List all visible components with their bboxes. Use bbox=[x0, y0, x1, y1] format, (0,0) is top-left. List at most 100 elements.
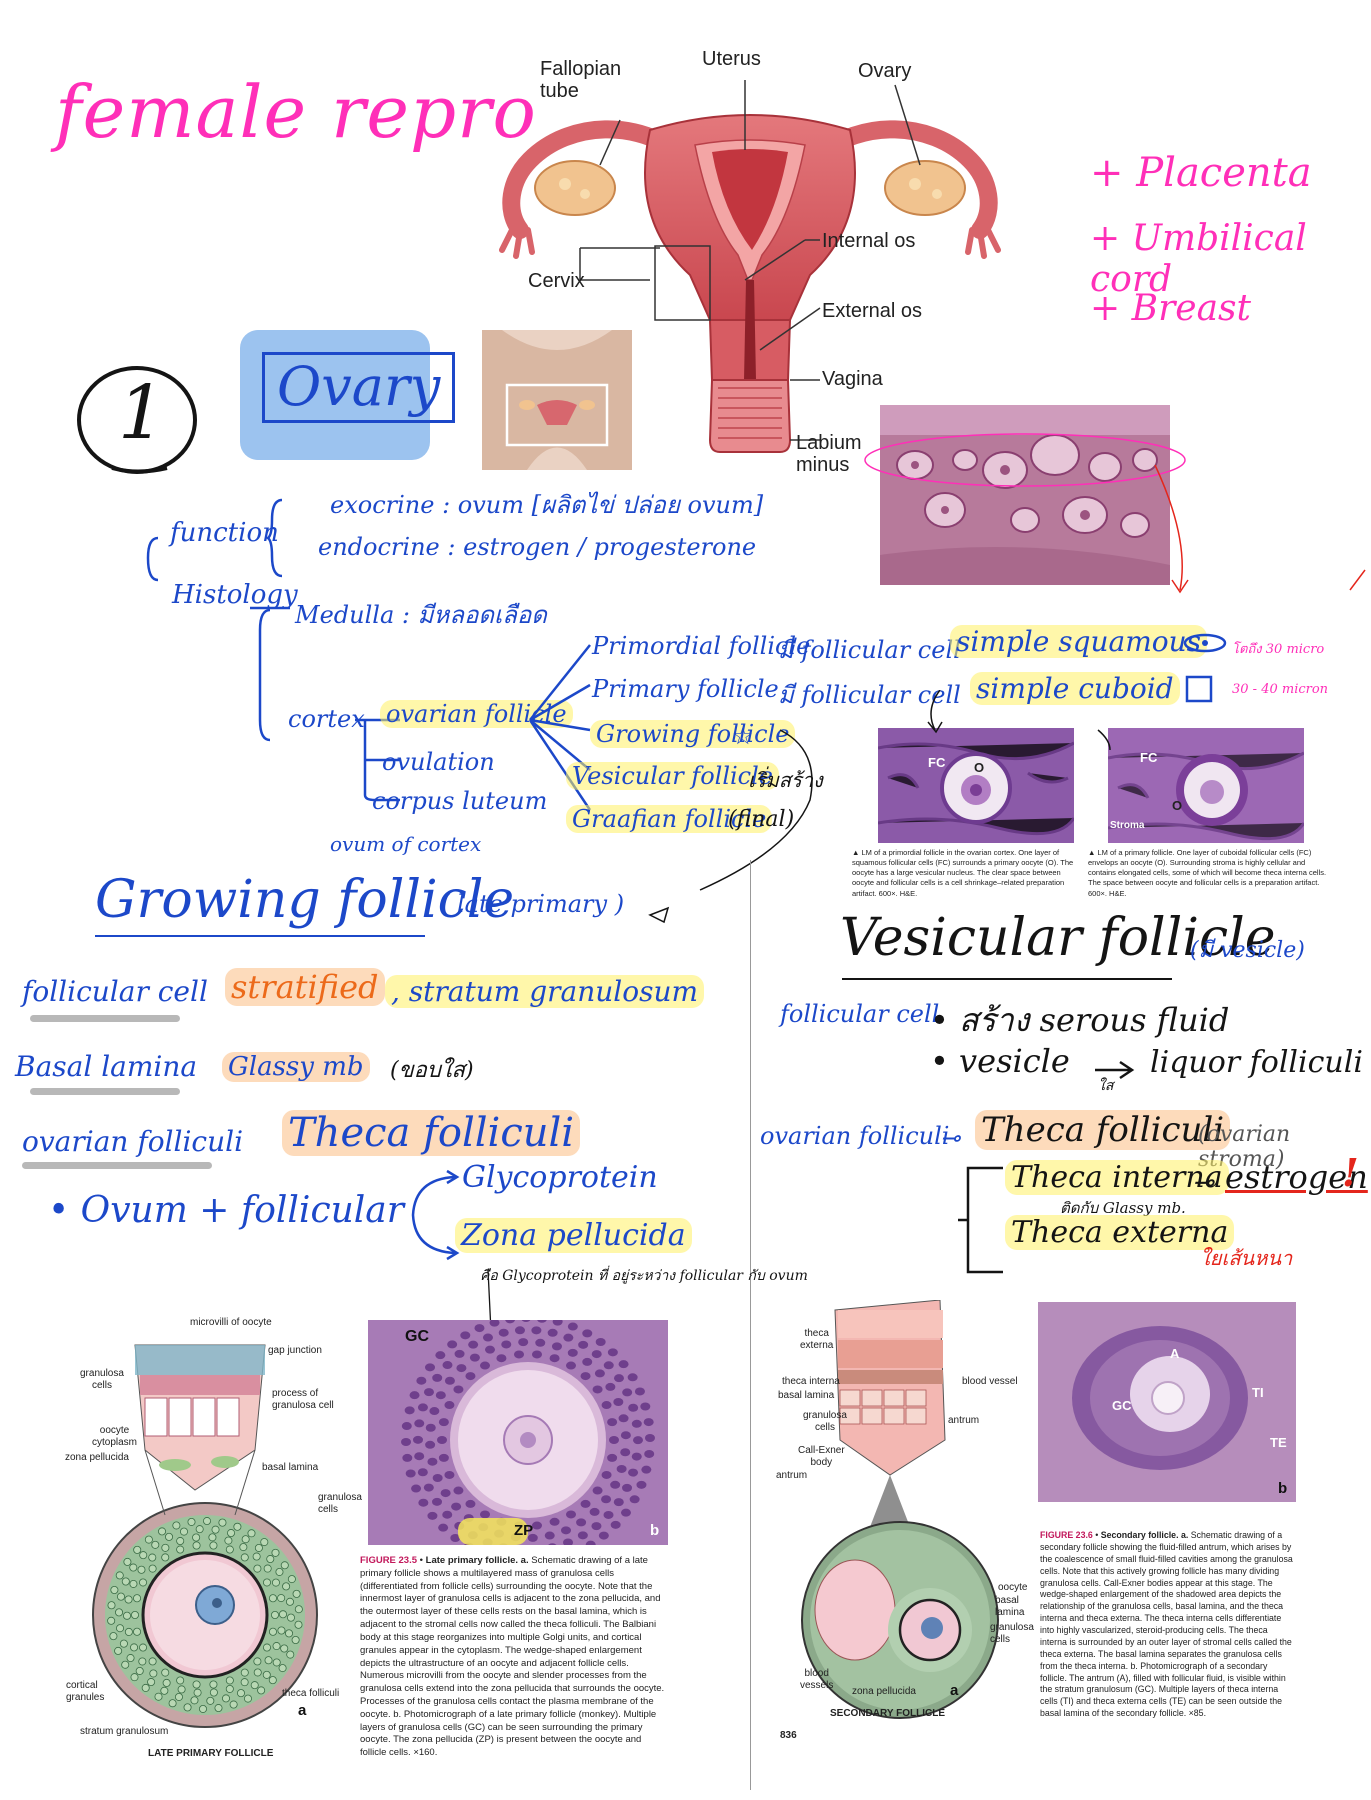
fig236-granulosa: granulosa cells bbox=[803, 1410, 847, 1433]
fig235-theca: theca folliculi bbox=[282, 1688, 340, 1699]
fig235-process: process of granulosa cell bbox=[272, 1388, 334, 1411]
growing-row3-underline bbox=[22, 1162, 212, 1169]
label-ovary: Ovary bbox=[858, 60, 912, 82]
growing-row-ovarian-label: ovarian folliculi bbox=[22, 1125, 244, 1158]
secondary-follicle-photo bbox=[1038, 1302, 1296, 1502]
fig235-letter-a: a bbox=[298, 1702, 307, 1719]
vesicular-vesicle: • vesicle bbox=[930, 1042, 1070, 1080]
histology-bracket bbox=[250, 606, 290, 742]
liquor-folliculi: liquor folliculi bbox=[1150, 1045, 1363, 1080]
growing-underline bbox=[95, 935, 425, 937]
fig236-page-number: 836 bbox=[780, 1730, 797, 1741]
vesicular-ovarian-label: ovarian folliculi bbox=[760, 1122, 950, 1150]
cortex-item-corpus-luteum: corpus luteum bbox=[372, 787, 548, 815]
size-small: โตถึง 30 micro bbox=[1232, 642, 1325, 657]
fig236-number: FIGURE 23.6 bbox=[1040, 1530, 1093, 1540]
endocrine-line: endocrine : estrogen / progesterone bbox=[318, 533, 757, 561]
fig235-number: FIGURE 23.5 bbox=[360, 1555, 418, 1566]
growing-subtitle: ( late primary ) bbox=[440, 890, 625, 918]
cortex-note: ovum of cortex bbox=[330, 832, 482, 856]
stage-growing: Growing follicle bbox=[590, 720, 796, 748]
theca-externa: Theca externa bbox=[1005, 1215, 1235, 1250]
cortex-highlight-oval bbox=[864, 433, 1186, 487]
fig235-title: LATE PRIMARY FOLLICLE bbox=[148, 1748, 274, 1759]
stage-arrows bbox=[648, 690, 1111, 924]
fig236-caption-head: Secondary follicle. a. bbox=[1100, 1530, 1189, 1540]
plus-item-umbilical: + Umbilical cord bbox=[1090, 218, 1307, 300]
growing-title: Growing follicle bbox=[95, 870, 515, 930]
primordial-cell-note: มี follicular cell bbox=[778, 636, 961, 664]
fig236-granulosa2: granulosa cells bbox=[990, 1622, 1034, 1645]
fig235-gap-junction: gap junction bbox=[268, 1345, 322, 1356]
primary-stroma-label: Stroma bbox=[1110, 820, 1145, 831]
primordial-o-label: O bbox=[974, 760, 985, 775]
fig236-antrum2: antrum bbox=[948, 1415, 980, 1426]
fig235-stratum: stratum granulosum bbox=[80, 1726, 169, 1737]
primary-o-label: O bbox=[1172, 798, 1183, 813]
theca-externa-note: ใยเส้นหนา bbox=[1200, 1246, 1293, 1270]
fig235-caption-body: Schematic drawing of a late primary foll… bbox=[360, 1555, 665, 1759]
cortex-item-ovarian-follicle: ovarian follicle bbox=[380, 700, 573, 728]
fig236-zona: zona pellucida bbox=[852, 1686, 916, 1697]
fig236-blood-vessel: blood vessel bbox=[962, 1376, 1018, 1387]
star-icon: ☆ bbox=[732, 722, 754, 750]
fig236-theca-interna: theca interna bbox=[782, 1376, 840, 1387]
fig236-antrum: antrum bbox=[776, 1470, 808, 1481]
squamous-shape-icon bbox=[1183, 633, 1227, 653]
growing-row-basal-value: Glassy mb bbox=[222, 1052, 370, 1082]
vesicle-note: ใส bbox=[1098, 1078, 1114, 1094]
label-fallopian-tube: Fallopian tube bbox=[540, 58, 622, 102]
stage-primary: Primary follicle bbox=[592, 675, 779, 703]
vesicle-arrow bbox=[1095, 1060, 1135, 1080]
section-number: 1 bbox=[118, 370, 166, 456]
size-large: 30 - 40 micron bbox=[1232, 682, 1329, 697]
ovarian-cortex-micrograph bbox=[880, 405, 1170, 585]
vesicular-subtitle: (มี vesicle) bbox=[1190, 938, 1305, 963]
fig235-photo-zp: ZP bbox=[514, 1522, 534, 1539]
column-divider bbox=[750, 860, 751, 1790]
primordial-follicle-micrograph bbox=[878, 728, 1074, 843]
stage-final: (final) bbox=[728, 807, 795, 832]
fig235-oocyte-cytoplasm: oocyte cytoplasm bbox=[92, 1425, 138, 1448]
label-uterus: Uterus bbox=[702, 48, 761, 70]
fig235-cortical: cortical granules bbox=[66, 1680, 105, 1703]
zona-pellucida-note: คือ Glycoprotein ที่ อยู่ระหว่าง follicu… bbox=[480, 1268, 808, 1284]
secondary-follicle-drawing bbox=[801, 1300, 999, 1719]
fig235-granulosa-cells: granulosa cells bbox=[80, 1368, 124, 1391]
theca-interna-note: ติดกับ Glassy mb. bbox=[1060, 1199, 1186, 1217]
theca-bracket bbox=[958, 1166, 1003, 1274]
label-external-os: External os bbox=[822, 300, 923, 322]
vesicular-follicular-label: follicular cell bbox=[780, 1000, 940, 1028]
fig236-basal-lamina: basal lamina bbox=[778, 1390, 835, 1401]
growing-row-follicular-label: follicular cell bbox=[22, 975, 208, 1008]
estrogen-arrow: ⊸ bbox=[1192, 1168, 1214, 1198]
growing-row-follicular-extra: , stratum granulosum bbox=[385, 975, 705, 1008]
primary-caption: ▲ LM of a primary follicle. One layer of… bbox=[1088, 848, 1327, 898]
section-title: Ovary bbox=[262, 352, 456, 423]
fig236-blood-vessels: blood vessels bbox=[800, 1668, 834, 1691]
fig236-photo-gc: GC bbox=[1112, 1398, 1132, 1413]
uterus-anatomy-diagram bbox=[499, 80, 1001, 453]
ovum-branch-arrows bbox=[411, 1169, 460, 1261]
vesicular-ovarian-arrow: ⊸ bbox=[940, 1124, 961, 1152]
plus-item-breast: + Breast bbox=[1090, 288, 1251, 329]
fig235-photo-b: b bbox=[650, 1522, 660, 1539]
primary-cell-note: มี follicular cell bbox=[778, 681, 961, 709]
fig236-callexner: Call-Exner body bbox=[798, 1445, 845, 1468]
stage-graafian: Graafian follicle bbox=[566, 805, 773, 833]
section-number-circle bbox=[77, 366, 197, 474]
growing-row-follicular-value: stratified bbox=[225, 968, 385, 1006]
label-cervix: Cervix bbox=[528, 270, 585, 292]
ovum-follicular-row: • Ovum + follicular bbox=[48, 1190, 404, 1231]
growing-row-basal-label: Basal lamina bbox=[15, 1050, 198, 1083]
growing-row-basal-extra: (ขอบใส) bbox=[390, 1058, 474, 1083]
glycoprotein-label: Glycoprotein bbox=[462, 1160, 658, 1195]
vesicular-theca: Theca folliculi bbox=[975, 1110, 1231, 1150]
fig236-caption-body: Schematic drawing of a secondary follicl… bbox=[1040, 1530, 1293, 1719]
simple-squamous: simple squamous bbox=[950, 625, 1208, 658]
fig235-granulosa-cells2: granulosa cells bbox=[318, 1492, 362, 1515]
function-bracket bbox=[146, 498, 283, 582]
growing-row1-underline bbox=[30, 1015, 180, 1022]
pelvis-thumbnail bbox=[482, 330, 632, 470]
exocrine-line: exocrine : ovum [ผลิตไข่ ปล่อย ovum] bbox=[330, 491, 764, 519]
